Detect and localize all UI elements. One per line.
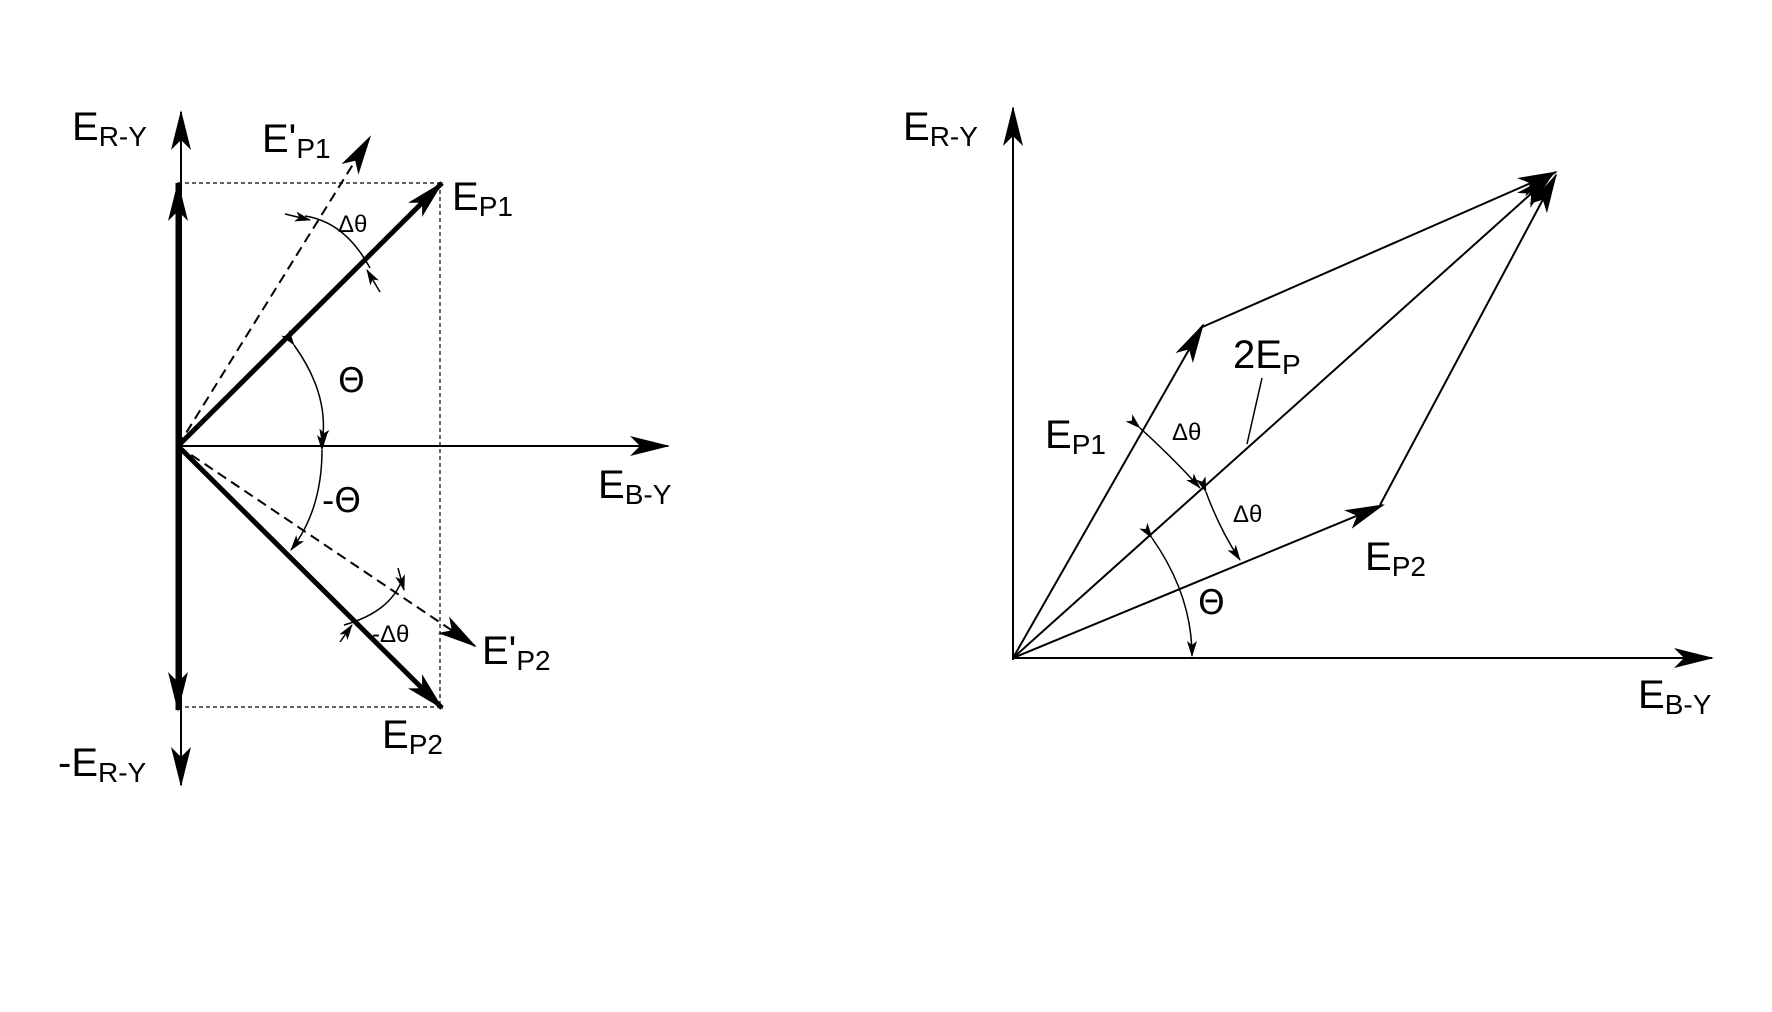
right-label-2ep: 2EP: [1233, 333, 1301, 380]
left-diagram: ER-Y -ER-Y EB-Y EP1 EP2 E'P1 E'P2 Θ -Θ Δ…: [58, 105, 672, 788]
left-vector-ep1: [176, 181, 444, 448]
left-arc-dtheta-tick1: [284, 211, 311, 222]
right-label-ery: ER-Y: [903, 105, 978, 152]
right-parallelogram-top: [1199, 171, 1558, 329]
left-label-ep2: EP2: [382, 713, 443, 760]
left-label-ep1: EP1: [452, 175, 513, 222]
left-vector-ep2-prime: [177, 445, 477, 648]
right-label-dtheta-lower: Δθ: [1233, 501, 1262, 528]
left-label-ery: ER-Y: [72, 105, 147, 152]
right-label-eby: EB-Y: [1638, 673, 1712, 720]
right-vector-ep1: [1012, 323, 1204, 659]
right-vector-ep2: [1012, 504, 1385, 659]
left-label-neg-dtheta: -Δθ: [372, 621, 409, 648]
right-vector-2ep: [1012, 173, 1554, 659]
right-arc-dtheta-lower: [1196, 476, 1241, 561]
left-arc-dtheta: [304, 215, 371, 269]
left-arc-neg-dtheta-tick2: [395, 567, 405, 591]
left-label-dtheta: Δθ: [338, 211, 367, 238]
left-arc-dtheta-tick2: [366, 269, 381, 293]
left-vector-ep1-prime: [177, 135, 372, 447]
right-arc-dtheta-upper: [1125, 414, 1201, 489]
right-label-dtheta-upper: Δθ: [1172, 419, 1201, 446]
left-arc-neg-dtheta-tick1: [339, 624, 353, 643]
right-label-theta: Θ: [1198, 583, 1225, 623]
left-label-ery-neg: -ER-Y: [58, 741, 147, 788]
left-arc-neg-theta: [290, 434, 328, 551]
right-arc-theta: [1139, 522, 1197, 657]
left-label-theta: Θ: [338, 361, 365, 401]
left-label-ep1-prime: E'P1: [262, 117, 331, 164]
left-label-eby: EB-Y: [598, 463, 672, 510]
left-arc-theta: [281, 329, 330, 445]
right-parallelogram-right: [1379, 173, 1557, 506]
right-diagram: ER-Y EB-Y EP1 EP2 2EP Δθ Δθ Θ: [903, 105, 1714, 720]
right-label-ep2: EP2: [1365, 535, 1426, 582]
left-label-neg-theta: -Θ: [322, 481, 361, 521]
right-label-ep1: EP1: [1045, 413, 1106, 460]
left-vector-ep2: [176, 444, 444, 710]
right-leader-2ep: [1246, 377, 1263, 445]
left-label-ep2-prime: E'P2: [482, 629, 551, 676]
